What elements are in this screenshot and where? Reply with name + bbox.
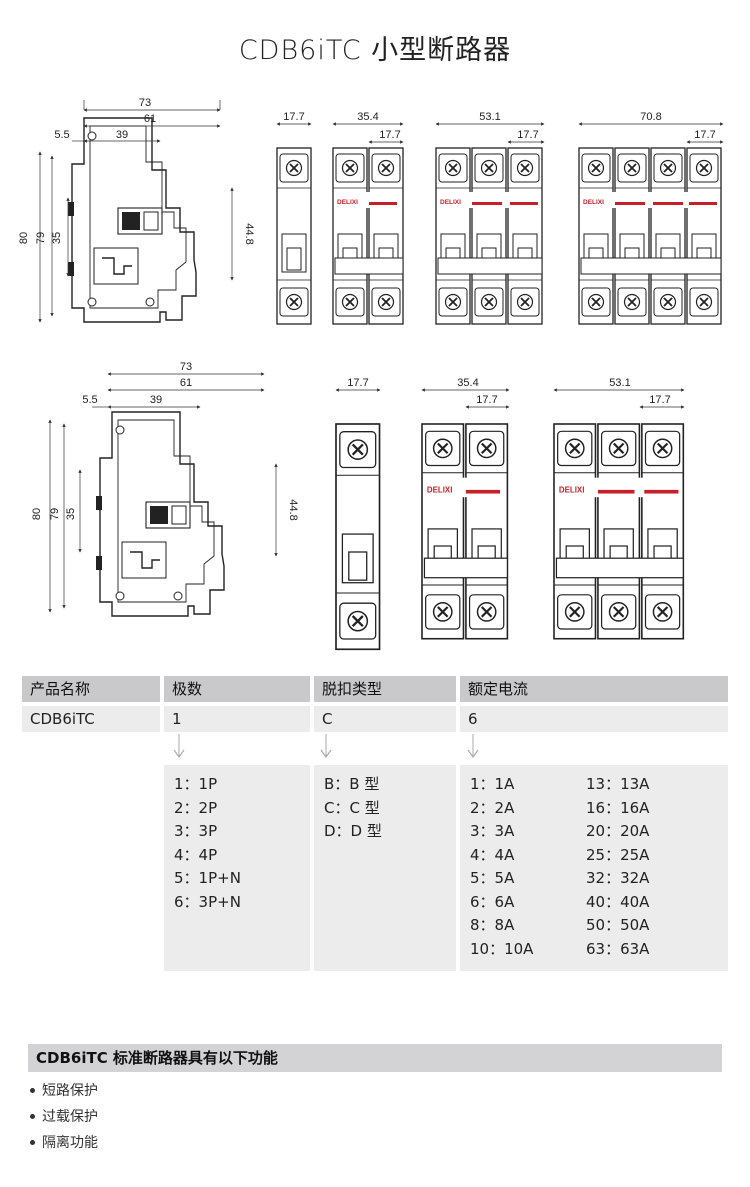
option-item: 4：4A xyxy=(470,845,515,864)
svg-text:61: 61 xyxy=(180,377,192,389)
page-title: CDB6iTC 小型断路器 xyxy=(238,35,512,66)
value-poles: 1 xyxy=(164,706,310,732)
front-3p-top: DELIXI xyxy=(436,148,542,324)
down-arrow-icon xyxy=(467,734,479,759)
svg-text:80: 80 xyxy=(31,508,43,520)
svg-text:79: 79 xyxy=(49,508,61,520)
svg-text:17.7: 17.7 xyxy=(347,377,368,389)
svg-text:DELIXI: DELIXI xyxy=(583,199,604,206)
front-1p-bottom xyxy=(336,424,380,649)
svg-text:79: 79 xyxy=(35,232,47,244)
header-trip-type: 脱扣类型 xyxy=(314,676,456,702)
option-item: C：C 型 xyxy=(324,798,380,817)
bullet-icon xyxy=(30,1139,35,1145)
svg-text:44.8: 44.8 xyxy=(243,223,255,244)
trip-type-options: B：B 型 C：C 型 D：D 型 xyxy=(314,765,456,971)
header-rated-current: 额定电流 xyxy=(460,676,728,702)
svg-text:17.7: 17.7 xyxy=(517,129,538,141)
front-dims-top xyxy=(276,122,724,144)
front-2p-bottom: DELIXI xyxy=(422,424,507,639)
option-item: 20：20A xyxy=(586,822,650,840)
feature-item: 短路保护 xyxy=(30,1080,98,1100)
side-view-top xyxy=(67,117,197,323)
svg-text:35.4: 35.4 xyxy=(457,377,478,389)
feature-item: 隔离功能 xyxy=(30,1132,98,1152)
svg-text:35: 35 xyxy=(65,508,77,520)
option-item: 8：8A xyxy=(470,916,515,934)
side-dims-top xyxy=(38,100,234,323)
svg-text:39: 39 xyxy=(150,394,162,406)
svg-text:73: 73 xyxy=(180,361,192,373)
svg-text:44.8: 44.8 xyxy=(287,499,299,520)
option-item: 3：3A xyxy=(470,822,515,840)
option-item: 16：16A xyxy=(586,798,650,817)
front-4p-top: DELIXI xyxy=(579,148,721,324)
header-poles: 极数 xyxy=(164,676,310,702)
front-2p-top: DELIXI xyxy=(333,148,403,324)
svg-text:DELIXI: DELIXI xyxy=(559,485,585,494)
svg-text:80: 80 xyxy=(18,232,30,244)
option-item: 4：4P xyxy=(174,845,218,864)
svg-text:5.5: 5.5 xyxy=(54,129,69,141)
svg-text:17.7: 17.7 xyxy=(476,394,497,406)
svg-text:DELIXI: DELIXI xyxy=(427,485,453,494)
svg-text:DELIXI: DELIXI xyxy=(337,199,358,206)
svg-text:53.1: 53.1 xyxy=(479,111,500,123)
front-dims-bottom xyxy=(335,388,685,409)
down-arrow-icon xyxy=(173,734,185,759)
option-item: B：B 型 xyxy=(324,775,380,793)
bullet-icon xyxy=(30,1087,35,1093)
option-item: 2：2A xyxy=(470,798,515,817)
feature-item: 过载保护 xyxy=(30,1106,98,1126)
option-item: 40：40A xyxy=(586,892,650,911)
front-1p-top xyxy=(277,148,311,324)
option-item: 2：2P xyxy=(174,798,218,817)
svg-text:17.7: 17.7 xyxy=(283,111,304,123)
svg-text:61: 61 xyxy=(144,113,156,125)
value-product-name: CDB6iTC xyxy=(22,706,160,732)
option-item: 6：6A xyxy=(470,892,515,911)
technical-drawings: 73 61 39 5.5 80 79 35 44.8 DELIXI DELIXI… xyxy=(18,97,724,660)
header-product-name: 产品名称 xyxy=(22,676,160,702)
option-item: 25：25A xyxy=(586,845,650,864)
option-item: 1：1A xyxy=(470,775,515,793)
option-item: 50：50A xyxy=(586,916,650,934)
features-heading: CDB6iTC 标准断路器具有以下功能 xyxy=(28,1044,722,1072)
option-item: 63：63A xyxy=(586,939,650,958)
side-dims-bottom xyxy=(48,372,278,613)
svg-text:73: 73 xyxy=(139,97,151,109)
svg-text:35: 35 xyxy=(51,232,63,244)
value-rated-current: 6 xyxy=(460,706,728,732)
option-item: 6：3P+N xyxy=(174,892,241,911)
svg-text:17.7: 17.7 xyxy=(649,394,670,406)
poles-options: 1：1P 2：2P 3：3P 4：4P 5：1P+N 6：3P+N xyxy=(164,765,310,971)
side-view-bottom xyxy=(95,411,225,617)
svg-text:5.5: 5.5 xyxy=(82,394,97,406)
option-item: 5：5A xyxy=(470,869,515,887)
option-item: D：D 型 xyxy=(324,822,382,840)
svg-text:17.7: 17.7 xyxy=(379,129,400,141)
option-item: 1：1P xyxy=(174,775,218,793)
option-item: 5：1P+N xyxy=(174,869,241,887)
option-item: 13：13A xyxy=(586,775,650,793)
svg-text:39: 39 xyxy=(116,129,128,141)
svg-text:53.1: 53.1 xyxy=(609,377,630,389)
bullet-icon xyxy=(30,1113,35,1119)
svg-text:70.8: 70.8 xyxy=(640,111,661,123)
down-arrow-icon xyxy=(320,734,332,759)
option-item: 10：10A xyxy=(470,939,534,958)
option-item: 3：3P xyxy=(174,822,218,840)
option-item: 32：32A xyxy=(586,869,650,887)
svg-text:35.4: 35.4 xyxy=(357,111,378,123)
value-trip-type: C xyxy=(314,706,456,732)
front-3p-bottom: DELIXI xyxy=(554,424,683,639)
rated-current-options: 1：1A 2：2A 3：3A 4：4A 5：5A 6：6A 8：8A 10：10… xyxy=(460,765,728,971)
svg-text:DELIXI: DELIXI xyxy=(440,199,461,206)
svg-text:17.7: 17.7 xyxy=(694,129,715,141)
